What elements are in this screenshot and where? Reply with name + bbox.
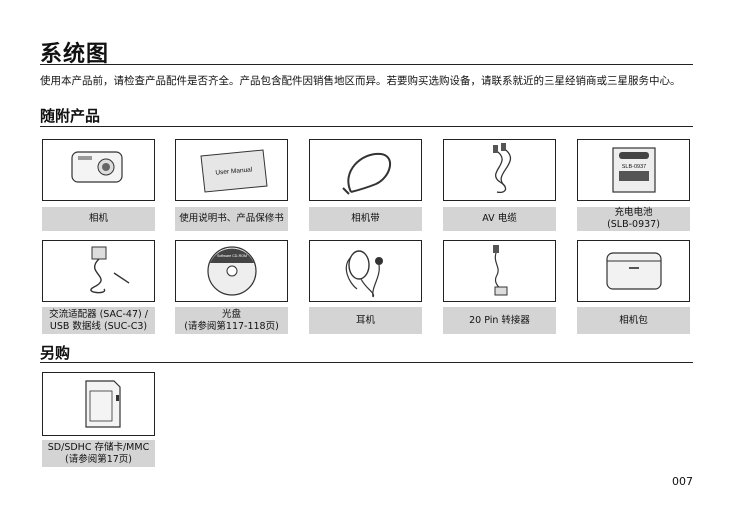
user-manual-cover-text: User Manual bbox=[215, 166, 253, 176]
label-sd-card: SD/SDHC 存储卡/MMC (请参阅第17页) bbox=[42, 440, 155, 467]
label-battery-line1: 充电电池 bbox=[614, 207, 653, 218]
label-camera-case: 相机包 bbox=[577, 307, 690, 334]
earphones-icon bbox=[345, 250, 383, 298]
cd-rom-image: Software CD-ROM bbox=[175, 240, 288, 302]
section-divider-included bbox=[40, 126, 693, 127]
user-manual-icon: User Manual bbox=[199, 149, 268, 193]
intro-text: 使用本产品前，请检查产品配件是否齐全。产品包含配件因销售地区而异。若要购买选购设… bbox=[40, 75, 681, 87]
battery-model-text: SLB-0937 bbox=[621, 164, 645, 170]
user-manual-image: User Manual bbox=[175, 139, 288, 201]
sd-card-icon bbox=[84, 380, 121, 428]
av-cable-image bbox=[443, 139, 556, 201]
label-cd-rom-line1: 光盘 bbox=[221, 308, 241, 320]
label-user-manual: 使用说明书、产品保修书 bbox=[175, 207, 288, 231]
label-pin-adapter: 20 Pin 转接器 bbox=[443, 307, 556, 334]
camera-case-icon bbox=[605, 252, 662, 290]
camera-case-image bbox=[577, 240, 690, 302]
camera-image bbox=[42, 139, 155, 201]
page-title: 系统图 bbox=[40, 42, 110, 67]
label-camera: 相机 bbox=[42, 207, 155, 231]
section-heading-included: 随附产品 bbox=[40, 107, 101, 125]
battery-image: SLB-0937 bbox=[577, 139, 690, 201]
section-heading-optional: 另购 bbox=[40, 344, 71, 362]
sd-card-image bbox=[42, 372, 155, 436]
cd-rom-icon: Software CD-ROM bbox=[206, 246, 257, 296]
section-divider-optional bbox=[40, 362, 693, 363]
av-cable-icon bbox=[492, 143, 511, 194]
earphones-image bbox=[309, 240, 422, 302]
label-sd-card-line2: (请参阅第17页) bbox=[64, 453, 132, 465]
label-ac-adapter-line1: 交流适配器 (SAC-47) / bbox=[49, 308, 148, 320]
label-battery: 充电电池 (SLB-0937) bbox=[577, 207, 690, 231]
label-battery-line2: (SLB-0937) bbox=[607, 219, 660, 230]
pin-adapter-image bbox=[443, 240, 556, 302]
label-ac-adapter: 交流适配器 (SAC-47) / USB 数据线 (SUC-C3) bbox=[42, 307, 155, 334]
title-divider bbox=[40, 64, 693, 65]
ac-adapter-icon bbox=[89, 246, 129, 294]
label-cd-rom: 光盘 (请参阅第117-118页) bbox=[175, 307, 288, 334]
label-ac-adapter-line2: USB 数据线 (SUC-C3) bbox=[49, 320, 148, 332]
ac-adapter-image bbox=[42, 240, 155, 302]
label-strap: 相机带 bbox=[309, 207, 422, 231]
label-cd-rom-line2: (请参阅第117-118页) bbox=[184, 320, 279, 332]
strap-image bbox=[309, 139, 422, 201]
label-earphones: 耳机 bbox=[309, 307, 422, 334]
battery-icon: SLB-0937 bbox=[611, 147, 656, 193]
label-sd-card-line1: SD/SDHC 存储卡/MMC bbox=[47, 441, 150, 453]
label-av-cable: AV 电缆 bbox=[443, 207, 556, 231]
page-number: 007 bbox=[672, 475, 693, 488]
pin-adapter-icon bbox=[492, 245, 507, 296]
cd-label-text: Software CD-ROM bbox=[217, 254, 247, 258]
camera-icon bbox=[70, 151, 123, 183]
strap-icon bbox=[341, 152, 391, 195]
